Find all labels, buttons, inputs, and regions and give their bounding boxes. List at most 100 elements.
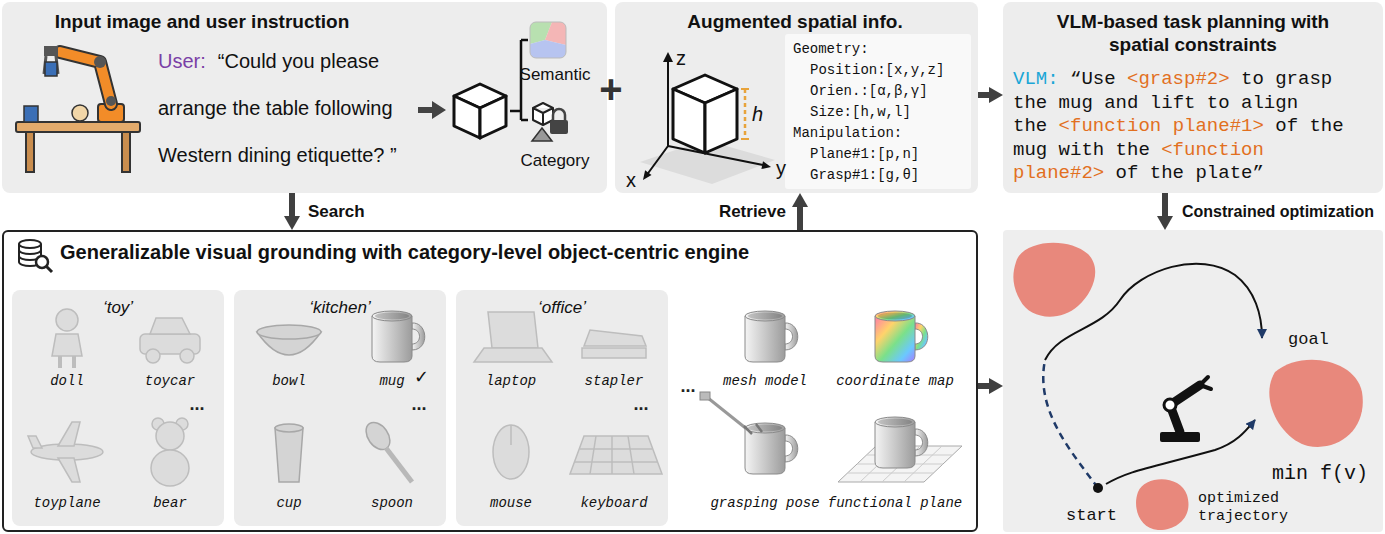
functional-plane-figure: [838, 417, 962, 482]
node-text: of the plate”: [1116, 162, 1264, 184]
object-cube: [673, 89, 705, 153]
toy-objects: [52, 334, 82, 356]
semantic-icon: [530, 40, 566, 58]
node-text: Plane#1:[p,n]: [810, 146, 919, 162]
semantic-icon-frame: [530, 22, 566, 58]
robot-table-figure: [106, 96, 116, 106]
node-text: ‘kitchen’: [309, 298, 370, 317]
robot-table-figure: [60, 52, 111, 104]
node-text: User:: [158, 50, 206, 72]
robot-table-figure: [45, 62, 57, 76]
text-slot: ‘kitchen’: [234, 297, 446, 318]
node-text: keyboard: [580, 495, 647, 511]
text-slot: toyplane: [17, 494, 117, 512]
robot-icon: [1164, 399, 1176, 411]
edge-label: Search: [306, 202, 367, 221]
connector-arrow: [978, 92, 989, 98]
node-text: Augmented spatial info.: [687, 11, 902, 32]
robot-icon: [1160, 377, 1211, 442]
robot-icon: [1170, 385, 1200, 432]
text-slot: Augmented spatial info.: [630, 10, 960, 33]
toy-objects: [28, 436, 42, 448]
text-slot: ...: [177, 394, 217, 414]
robot-table-figure: [16, 46, 140, 172]
kitchen-objects: [275, 424, 303, 432]
toy-objects: [31, 444, 103, 460]
node-text: VLM:: [1013, 68, 1059, 90]
database-icon: [19, 240, 41, 248]
category-group: ‘office’laptopstapler...mousekeyboard: [456, 290, 668, 526]
robot-table-figure: [122, 132, 130, 172]
text-slot: toycar: [120, 372, 220, 390]
office-objects: [510, 425, 512, 445]
kitchen-objects: [361, 418, 395, 454]
edge-label: Retrieve: [717, 202, 788, 221]
text-slot: Orien.:[α,β,γ]: [810, 81, 980, 102]
coordinate-axes: [643, 170, 652, 180]
node-text: mouse: [490, 495, 532, 511]
text-slot: bowl: [239, 372, 339, 390]
connector-arrow: [797, 207, 803, 230]
height-dimension: [744, 89, 747, 139]
node-text: optimized trajectory: [1198, 490, 1288, 525]
database-icon: [19, 250, 41, 260]
node-text: ...: [633, 394, 648, 414]
connector-arrow: [289, 193, 295, 216]
text-slot: Geometry:: [793, 39, 963, 60]
text-slot: Plane#1:[p,n]: [810, 144, 980, 165]
mesh-mug: [745, 311, 798, 362]
node-text: start: [1066, 506, 1117, 525]
edge-label-slot: Constrained optimization: [1180, 202, 1380, 222]
text-slot: Size:[h,w,l]: [810, 102, 980, 123]
office-objects: [488, 312, 538, 348]
text-slot: doll: [17, 372, 117, 390]
edge-label-slot: Search: [306, 201, 396, 222]
node-text: “Use: [1070, 68, 1116, 90]
grasp-figure: [745, 423, 798, 474]
height-dimension: [741, 89, 749, 139]
node-text: Semantic: [520, 65, 591, 84]
functional-plane-figure: [848, 446, 952, 482]
toy-objects: [151, 450, 189, 486]
trajectory: [1106, 420, 1255, 484]
node-text: mug: [379, 373, 404, 389]
text-slot: cup: [239, 494, 339, 512]
text-slot: optimized trajectory: [1198, 490, 1306, 526]
office-objects: [493, 425, 529, 479]
text-slot: goal: [1288, 330, 1348, 350]
text-slot: Semantic: [512, 64, 598, 85]
text-slot: Manipulation:: [793, 123, 963, 144]
text-slot: ...: [670, 376, 706, 396]
obstacle: [1013, 243, 1362, 530]
node-text: Geometry:: [793, 41, 869, 57]
text-slot: coordinate map: [830, 372, 960, 390]
toy-objects: [28, 309, 200, 486]
category-icon: [532, 103, 568, 141]
node-text: Category: [521, 151, 590, 170]
grasp-figure: [700, 392, 710, 400]
grasp-figure: [744, 424, 762, 434]
category-icon: [533, 103, 553, 125]
toy-objects: [60, 356, 74, 368]
category-icon: [532, 128, 552, 141]
robot-table-figure: [44, 46, 58, 56]
text-slot: Input image and user instruction: [22, 10, 382, 33]
toy-objects: [150, 318, 190, 334]
grasp-figure: [708, 398, 748, 430]
database-icon: [19, 240, 52, 272]
robot-table-figure: [44, 56, 58, 74]
node-text: Manipulation:: [793, 125, 902, 141]
node-text: spoon: [371, 495, 413, 511]
obstacle: [1013, 243, 1095, 317]
obstacle: [1269, 360, 1363, 447]
robot-table-figure: [60, 52, 111, 104]
coordinate-axes: [663, 52, 673, 62]
optimization-panel: goalstartoptimized trajectorymin f(v): [1003, 230, 1383, 532]
database-icon: [36, 256, 48, 268]
text-slot: start: [1066, 506, 1126, 526]
office-objects: [474, 312, 662, 479]
node-text: Orien.:[α,β,γ]: [810, 83, 928, 99]
input-panel: Input image and user instructionUser:“Co…: [2, 2, 607, 193]
text-slot: mesh model: [710, 372, 820, 390]
kitchen-objects: [257, 325, 412, 482]
